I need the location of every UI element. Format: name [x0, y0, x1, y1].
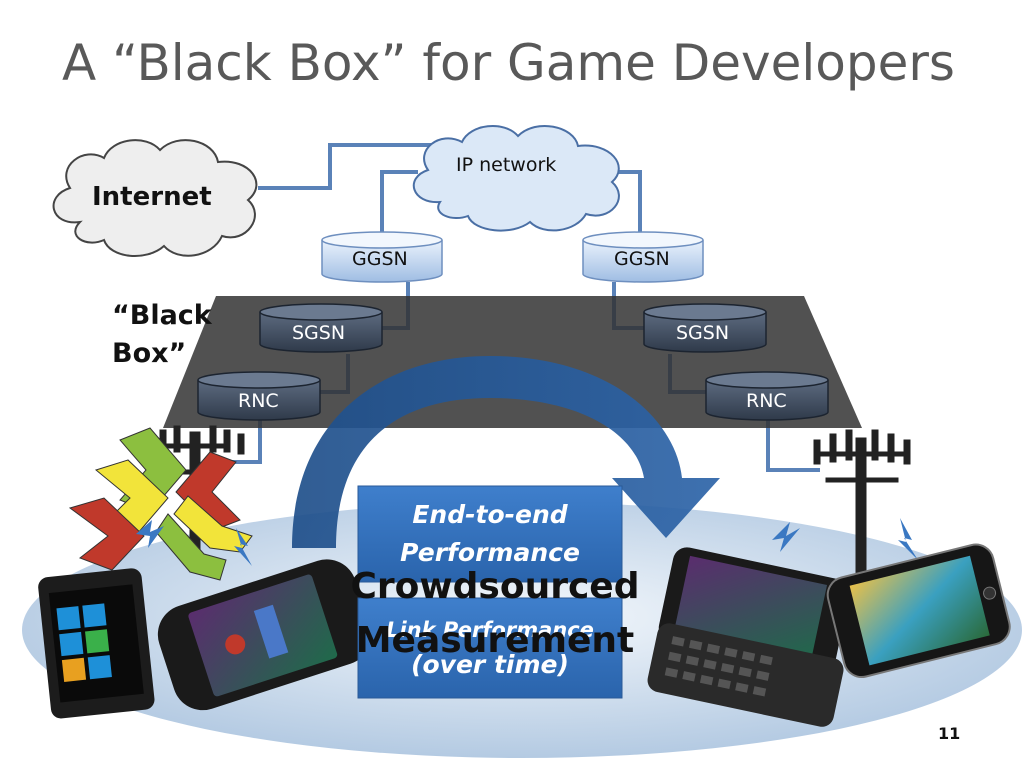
rnc-left-label: RNC: [238, 390, 279, 412]
rnc-right-label: RNC: [746, 390, 787, 412]
ip-network-cloud: [412, 124, 620, 232]
ggsn-right-node: [582, 231, 704, 283]
ggsn-left-node: [321, 231, 443, 283]
rnc-left-node: [197, 371, 321, 421]
cell-tower-right-icon: [813, 429, 911, 589]
link-internet-ip: [258, 143, 432, 190]
ggsn-left-label: GGSN: [352, 248, 408, 270]
ip-network-label: IP network: [456, 154, 557, 176]
android-phone-left-icon: [157, 559, 372, 711]
interference-chevrons-icon: [68, 427, 253, 581]
link-performance-label-line1: Link Performance: [386, 618, 594, 642]
sgsn-left-label: SGSN: [292, 322, 346, 344]
end-to-end-label-line2: Performance: [400, 538, 580, 567]
windows-phone-icon: [38, 568, 155, 719]
slide-title: A “Black Box” for Game Developers: [62, 34, 955, 92]
link-ip-ggsn-left: [380, 170, 418, 234]
sgsn-right-node: [643, 303, 767, 353]
rnc-right-node: [705, 371, 829, 421]
black-box-label-line2: Box”: [112, 338, 187, 369]
link-performance-box: [357, 597, 623, 699]
link-performance-label-line2: (over time): [411, 650, 569, 679]
sgsn-left-node: [259, 303, 383, 353]
black-box-label-line1: “Black: [112, 300, 212, 331]
curved-arrow: [292, 356, 720, 548]
ggsn-right-label: GGSN: [614, 248, 670, 270]
link-rnc-tower-right: [766, 420, 820, 472]
internet-cloud: [52, 139, 258, 258]
signal-bolts-icon: [136, 518, 918, 566]
sgsn-right-label: SGSN: [676, 322, 730, 344]
android-phone-slider-icon: [647, 547, 850, 727]
iphone-icon: [826, 543, 1011, 679]
crowdsourced-label-line2: Measurement: [355, 620, 635, 661]
crowdsourced-label-line1: Crowdsourced: [350, 566, 640, 607]
link-ip-ggsn-right: [614, 170, 642, 234]
page-number: 11: [938, 724, 961, 743]
internet-label: Internet: [92, 182, 212, 212]
end-to-end-label-line1: End-to-end: [412, 500, 568, 529]
end-to-end-performance-box: [357, 485, 623, 583]
